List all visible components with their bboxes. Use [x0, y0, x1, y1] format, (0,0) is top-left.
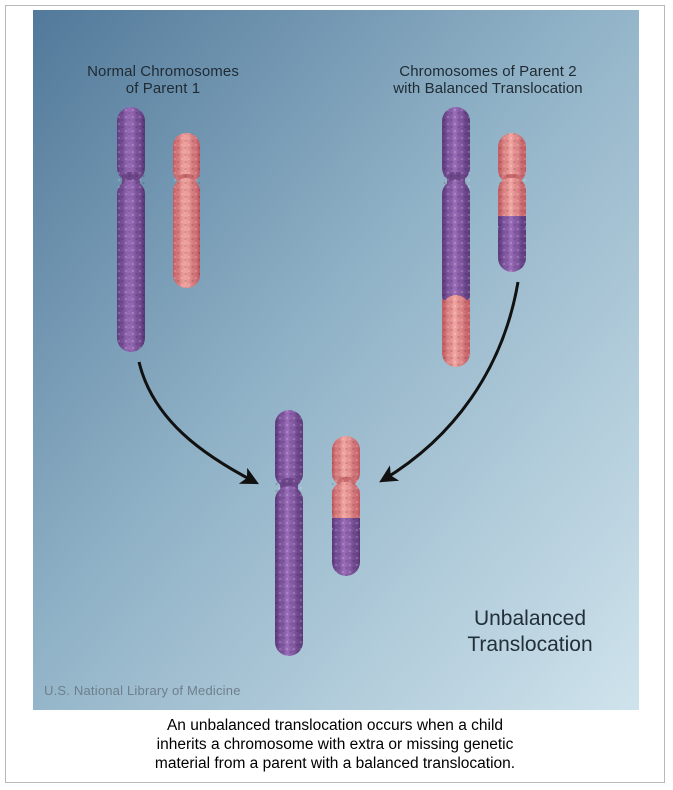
credit-text: U.S. National Library of Medicine: [44, 683, 241, 698]
chromosome-small-pink-icon: [173, 133, 200, 288]
parent1-label-line2: of Parent 1: [125, 80, 201, 97]
chromosome-translocated-small-icon: [498, 133, 526, 272]
caption-line1: An unbalanced translocation occurs when …: [166, 717, 504, 734]
caption-line3: material from a parent with a balanced t…: [154, 755, 516, 772]
curved-arrow-right-icon: [379, 281, 520, 483]
figure-caption: An unbalanced translocation occurs when …: [5, 716, 665, 773]
chromosome-large-purple-icon: [117, 107, 145, 352]
child-chromosome-large-purple-icon: [275, 410, 303, 656]
result-label-line2: Translocation: [467, 633, 593, 656]
child-chromosome-unbalanced-icon: [332, 436, 360, 576]
chromosome-translocated-large-icon: [442, 107, 470, 367]
parent2-label-line2: with Balanced Translocation: [393, 80, 583, 97]
caption-line2: inherits a chromosome with extra or miss…: [156, 736, 514, 753]
result-label: Unbalanced Translocation: [435, 606, 625, 658]
parent2-label-line1: Chromosomes of Parent 2: [399, 63, 577, 80]
curved-arrow-left-icon: [137, 361, 259, 485]
parent2-label: Chromosomes of Parent 2 with Balanced Tr…: [358, 63, 618, 97]
chromosome-diagram: [33, 10, 639, 710]
parent1-label: Normal Chromosomes of Parent 1: [53, 63, 273, 97]
illustration: Normal Chromosomes of Parent 1 Chromosom…: [33, 10, 639, 710]
result-label-line1: Unbalanced: [473, 607, 587, 630]
parent1-label-line1: Normal Chromosomes: [87, 63, 239, 80]
